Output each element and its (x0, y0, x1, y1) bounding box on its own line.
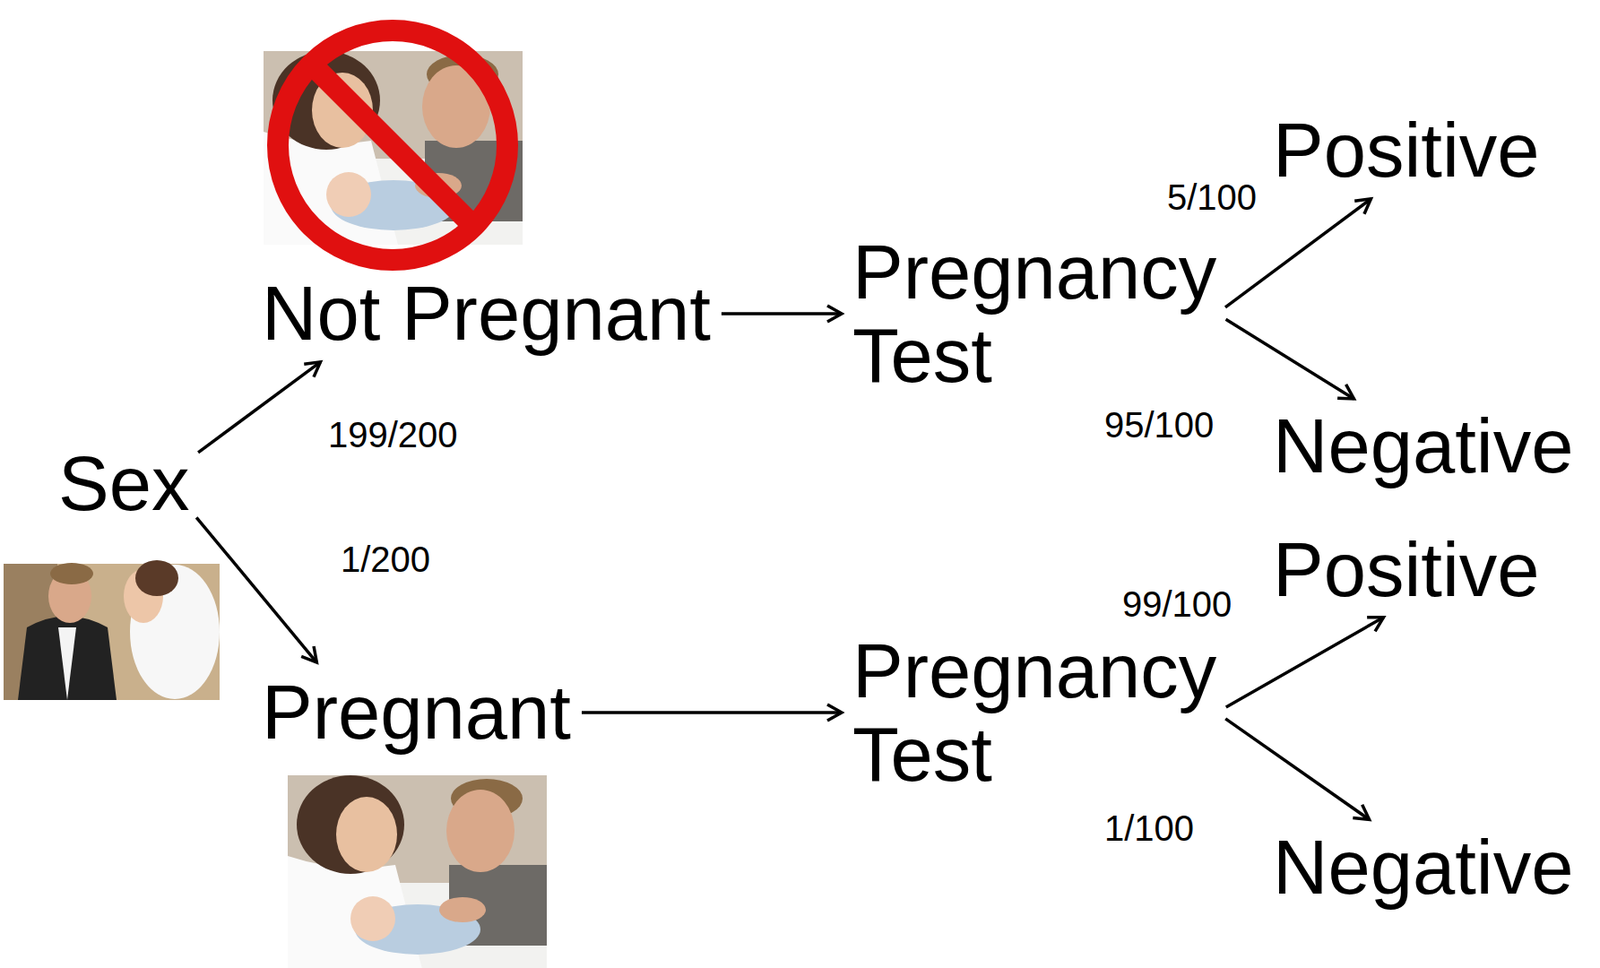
text-node: Negative (1272, 825, 1574, 910)
probability-label: 199/200 (326, 413, 460, 457)
photo-groom-suit (17, 616, 117, 701)
probability-label: 1/200 (338, 537, 433, 581)
prohibition-circle (277, 30, 508, 260)
arrow-connector (721, 311, 842, 316)
prohibition-slash (311, 63, 475, 227)
text-node: Positive (1272, 108, 1540, 193)
text-node: Pregnancy Test (852, 230, 1217, 398)
arrow-connector (198, 362, 320, 453)
node-text: Not Pregnant (261, 271, 711, 356)
arrow-connector (196, 517, 317, 663)
arrow-connector (1225, 718, 1369, 820)
probability-label: 5/100 (1165, 175, 1259, 219)
photo-bride-hair (135, 560, 179, 597)
text-node: Pregnant (261, 670, 571, 755)
arrow-connector (1226, 617, 1384, 708)
node-text: Negative (1272, 825, 1574, 910)
photo-background (3, 563, 220, 701)
node-text: Positive (1272, 108, 1540, 193)
wedding-photo (3, 560, 220, 701)
arrow-connector (1226, 319, 1355, 399)
text-node: Negative (1272, 404, 1574, 489)
node-text: Pregnant (261, 670, 571, 755)
text-node: Not Pregnant (261, 271, 711, 356)
photo-groom-hair (50, 562, 94, 585)
arrow-connector (581, 710, 842, 715)
text-node: Sex (58, 441, 190, 527)
node-text: Sex (58, 441, 190, 527)
probability-label: 1/100 (1102, 806, 1196, 850)
probability-label: 99/100 (1120, 582, 1234, 626)
family-photo (287, 775, 547, 968)
text-node: Pregnancy Test (852, 629, 1217, 797)
probability-label: 95/100 (1102, 403, 1216, 447)
node-text: Positive (1272, 527, 1540, 613)
node-text: Negative (1272, 404, 1574, 489)
text-node: Positive (1272, 527, 1540, 613)
node-text: Pregnancy Test (852, 230, 1217, 398)
photo-groom-shirt (58, 627, 77, 701)
node-text: Pregnancy Test (852, 629, 1217, 797)
